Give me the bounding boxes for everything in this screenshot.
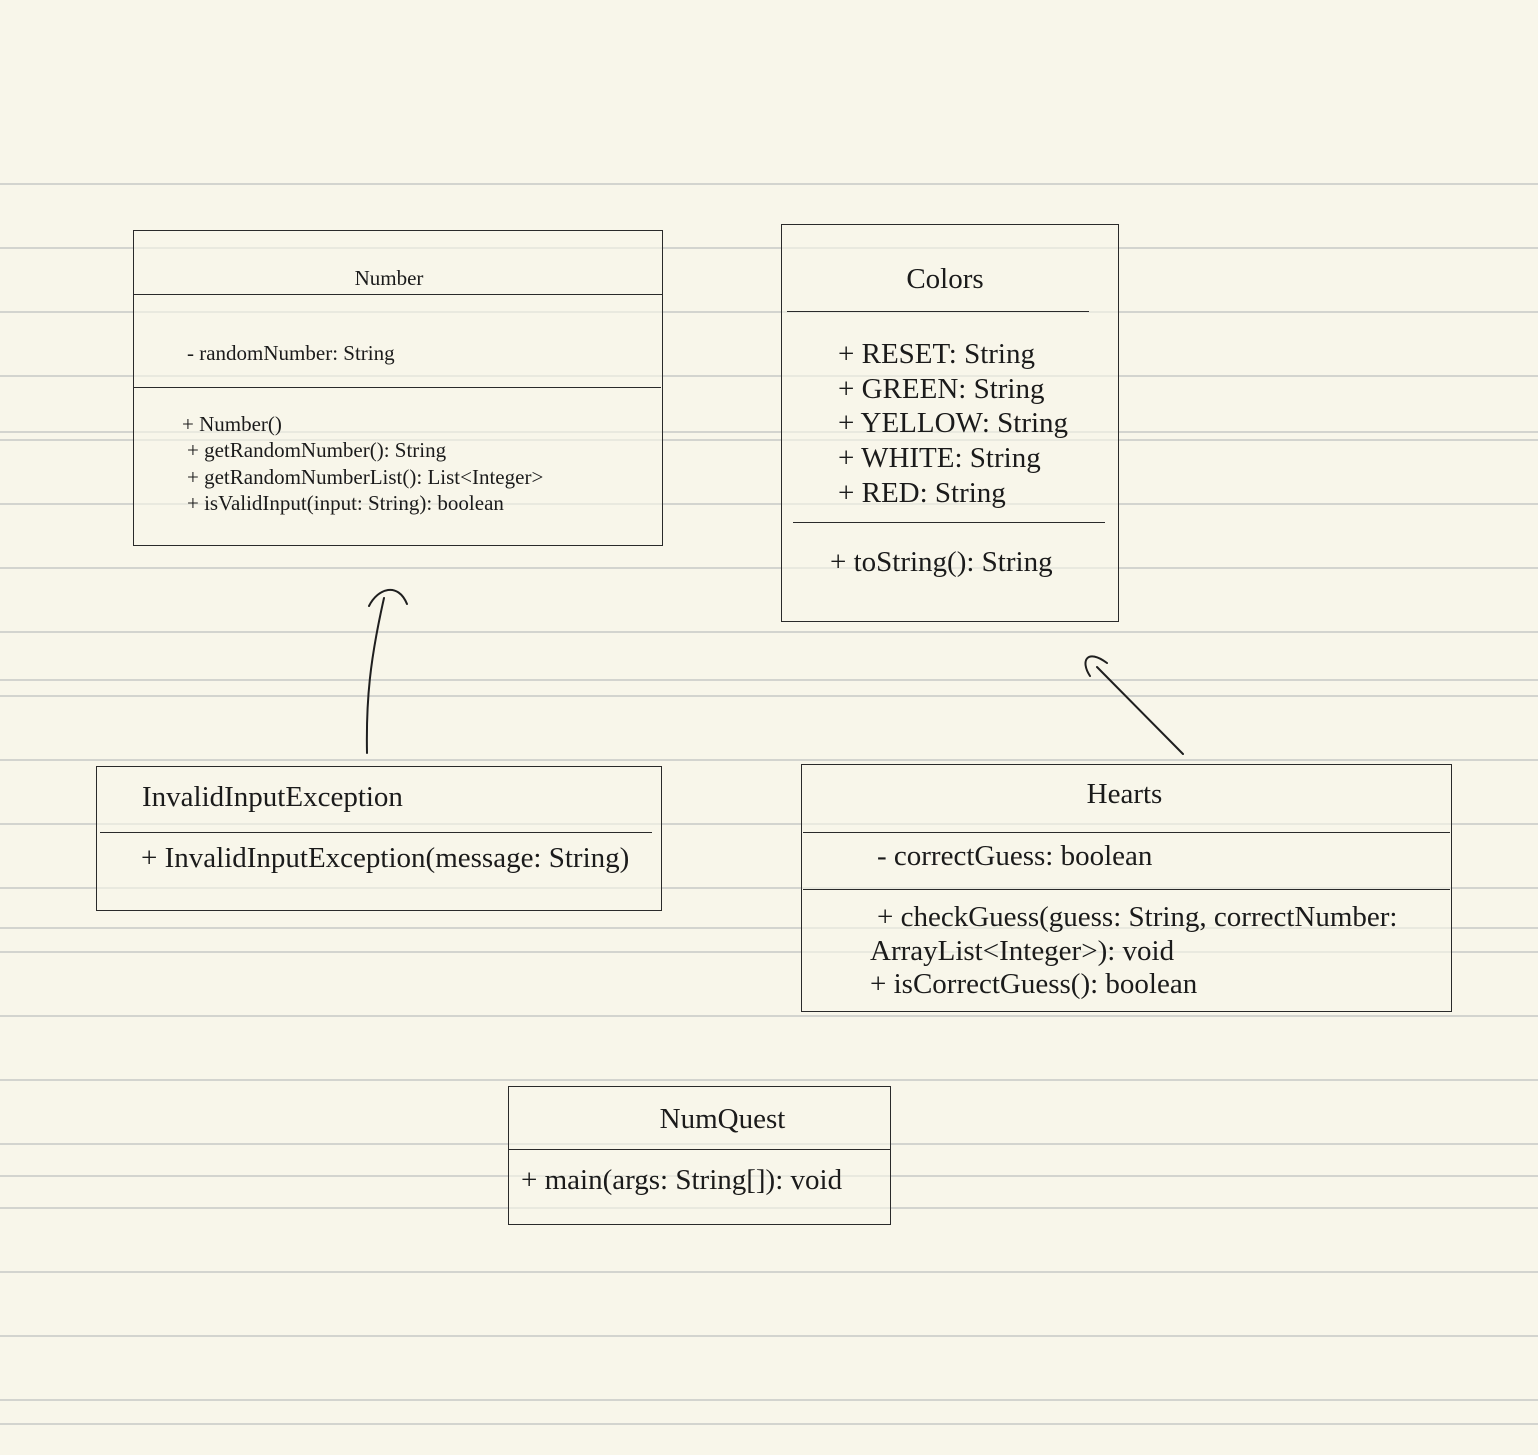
class-hearts-method: ArrayList<Integer>): void xyxy=(870,935,1175,967)
class-invalid-input-exception-name: InvalidInputException xyxy=(142,781,403,813)
class-colors-attribute: + GREEN: String xyxy=(838,373,1045,405)
class-invalid-input-exception xyxy=(96,766,662,911)
class-colors-attribute: + YELLOW: String xyxy=(838,407,1069,439)
class-number-divider-1 xyxy=(133,294,663,295)
class-hearts-method: + checkGuess(guess: String, correctNumbe… xyxy=(877,901,1398,933)
class-number-attribute: - randomNumber: String xyxy=(187,341,395,365)
class-number-method: + isValidInput(input: String): boolean xyxy=(187,491,504,515)
class-hearts-attribute: - correctGuess: boolean xyxy=(877,840,1153,872)
class-number xyxy=(133,230,663,546)
class-invalid-input-exception-method: + InvalidInputException(message: String) xyxy=(141,842,630,874)
class-colors-name: Colors xyxy=(906,263,984,295)
class-numquest-method: + main(args: String[]): void xyxy=(521,1164,843,1196)
class-invalid-input-exception-divider xyxy=(100,832,652,833)
class-colors-divider-2 xyxy=(793,522,1105,523)
class-colors-attribute: + RESET: String xyxy=(838,338,1035,370)
arrow-invalid-input-exception-to-number xyxy=(365,588,408,754)
class-numquest xyxy=(508,1086,891,1225)
class-colors-attribute: + WHITE: String xyxy=(838,442,1041,474)
class-hearts-method: + isCorrectGuess(): boolean xyxy=(870,968,1198,1000)
class-number-name: Number xyxy=(354,266,424,290)
class-numquest-name: NumQuest xyxy=(659,1103,786,1135)
class-numquest-divider xyxy=(508,1149,891,1150)
class-number-method: + Number() xyxy=(182,412,282,436)
class-colors xyxy=(781,224,1119,622)
class-colors-divider-1 xyxy=(787,311,1089,312)
class-hearts-divider-2 xyxy=(803,889,1450,890)
class-number-method: + getRandomNumberList(): List<Integer> xyxy=(187,465,544,489)
class-number-divider-2 xyxy=(133,387,661,388)
class-hearts xyxy=(801,764,1452,1012)
class-number-method: + getRandomNumber(): String xyxy=(187,438,447,462)
class-hearts-name: Hearts xyxy=(1086,778,1163,810)
class-colors-attribute: + RED: String xyxy=(838,477,1006,509)
class-hearts-divider-1 xyxy=(803,832,1450,833)
arrow-hearts-to-colors xyxy=(1084,655,1184,755)
class-colors-method: + toString(): String xyxy=(830,546,1053,578)
